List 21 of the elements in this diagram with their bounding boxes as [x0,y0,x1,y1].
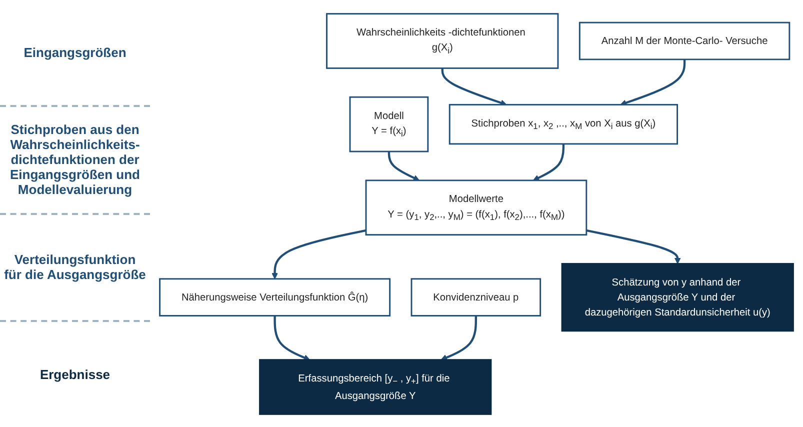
row-heading: Verteilungsfunktion für die Ausgangsgröße [0,214,150,322]
node-box: Anzahl M der Monte-Carlo- Versuche [578,21,790,60]
node-box: Wahrscheinlichkeits -dichtefunktionen g(X$_{i}$) [326,12,559,68]
arrow [388,151,420,180]
arrow [620,58,686,106]
arrow [274,315,310,360]
row-heading: Ergebnisse [38,366,112,384]
node-box: Schätzung von y anhand der Ausgangsgröße Y und der dazugehörigen Standardunsicherheit u(y) [561,262,794,332]
arrow [532,143,565,180]
node-box: Stichproben x$_{1}$, x$_{2}$ ,.., x$_{M}$ von X$_{i}$ aus g(X$_{i}$) [448,103,678,144]
row-heading: Eingangsgrößen [0,0,150,108]
arrow [272,228,366,279]
node-box: Konvidenzniveau p [410,278,542,316]
arrow [586,228,681,264]
node-box: Erfassungsbereich [y$_{−}$ , y$_{+}$] für die Ausgangsgröße Y [259,358,492,414]
row-heading: Stichproben aus den Wahrscheinlichkeits-dichtefunktionen der Eingangsgrößen und Modellevaluierung [0,107,150,214]
node-box: Modell Y = f(x$_{i}$) [349,96,429,152]
arrow [441,68,507,106]
node-box: Modellwerte Y = (y$_{1}$, y$_{2}$,.., y$_{M}$) = (f(x$_{1}$), f(x$_{2}$),..., f(x$_{M}$)) [365,179,588,236]
arrow [440,315,477,360]
node-box: Näherungsweise Verteilungsfunktion Ĝ(η) [159,278,391,316]
